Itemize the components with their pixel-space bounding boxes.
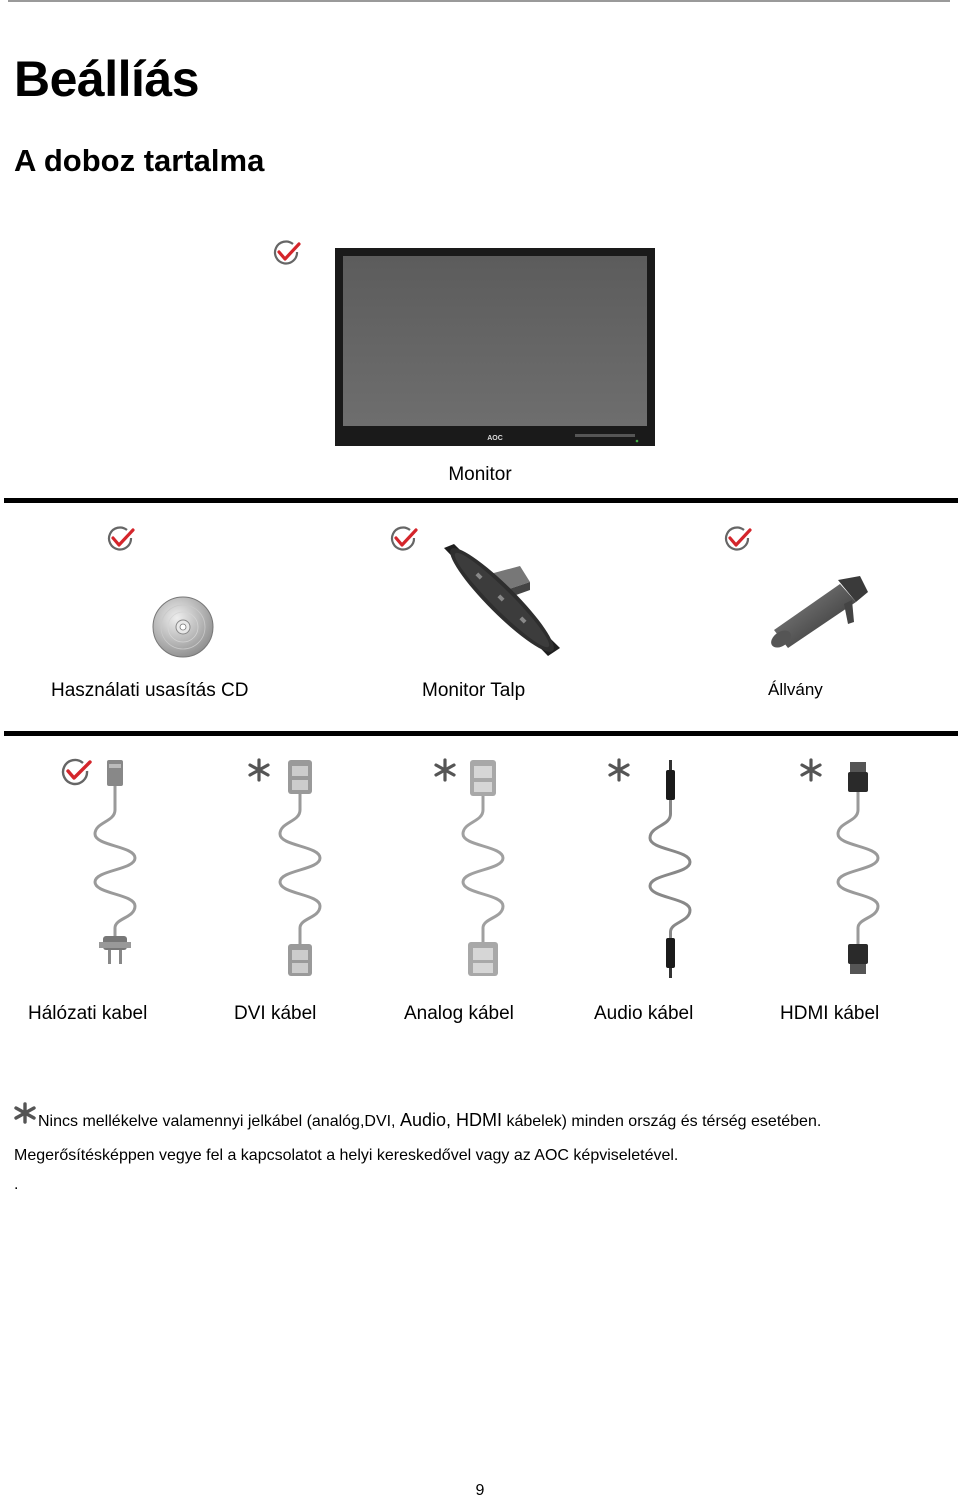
audio-cable-label: Audio kábel: [594, 1003, 694, 1024]
section-title: A doboz tartalma: [14, 143, 265, 178]
note-line-2: Megerősítésképpen vegye fel a kapcsolato…: [14, 1147, 679, 1164]
monitor-logo: AOC: [487, 435, 503, 442]
check-circle-icon: [107, 526, 135, 551]
monitor-image: AOC: [335, 248, 655, 446]
monitor-base-image: [444, 544, 560, 656]
power-cable-image: [93, 760, 137, 964]
check-circle-icon: [273, 240, 301, 265]
cd-disc-image: [152, 596, 214, 658]
asterisk-icon: [434, 758, 456, 782]
asterisk-icon: [800, 758, 822, 782]
dvi-cable-image: [278, 760, 322, 976]
page-title: Beállíás: [14, 51, 200, 107]
analog-cable-image: [461, 760, 505, 976]
analog-cable-label: Analog kábel: [404, 1003, 514, 1024]
cd-label: Használati usasítás CD: [51, 680, 249, 701]
top-rule: [8, 0, 950, 2]
monitor-base-label: Monitor Talp: [422, 680, 526, 701]
hdmi-cable-label: HDMI kábel: [780, 1003, 880, 1024]
hdmi-cable-image: [836, 762, 880, 974]
note-line-3: .: [14, 1176, 19, 1193]
check-circle-icon: [390, 526, 418, 551]
monitor-label: Monitor: [448, 464, 512, 485]
section-divider-1: [4, 498, 958, 503]
note-line-1-highlight: Audio, HDMI: [399, 1110, 502, 1130]
check-circle-icon: [61, 758, 92, 786]
asterisk-icon: [14, 1102, 36, 1124]
section-divider-2: [4, 731, 958, 736]
stand-image: [771, 576, 868, 648]
note-line-1: Nincs mellékelve valamennyi jelkábel (an…: [38, 1110, 821, 1131]
dvi-cable-label: DVI kábel: [234, 1003, 317, 1024]
page-number: 9: [475, 1482, 485, 1499]
asterisk-icon: [248, 758, 270, 782]
audio-cable-image: [648, 760, 692, 978]
note-line-1-start: Nincs mellékelve valamennyi jelkábel (an…: [38, 1113, 400, 1130]
power-cable-label: Hálózati kabel: [28, 1003, 148, 1024]
note-line-1-end: kábelek) minden ország és térség esetébe…: [502, 1113, 822, 1130]
check-circle-icon: [724, 526, 752, 551]
asterisk-icon: [608, 758, 630, 782]
stand-label: Állvány: [768, 680, 823, 699]
